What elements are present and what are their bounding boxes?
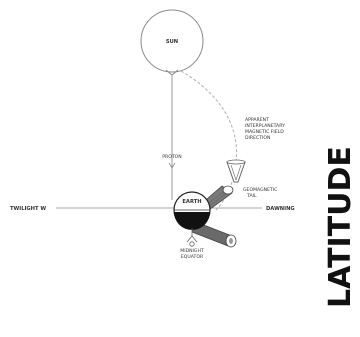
imf-label-line-1: APPARENT (245, 117, 269, 123)
imf-dashed-curve (181, 71, 237, 162)
side-title: LATITUDE (323, 146, 358, 308)
funnel-icon (227, 160, 245, 182)
imf-label-line-4: DIRECTION (245, 135, 270, 141)
west-label: TWILIGHT W (10, 206, 46, 212)
geomagnetic-tail-label-2: TAIL (246, 193, 257, 199)
sun-label: SUN (166, 39, 178, 45)
earth-label: EARTH (182, 199, 201, 205)
bottom-label-2: EQUATOR (181, 254, 204, 260)
geomagnetic-tail-label: GEOMAGNETIC TAIL (243, 187, 277, 199)
proton-label: PROTON (162, 154, 181, 160)
geomagnetic-tail-label-1: GEOMAGNETIC (243, 187, 277, 193)
imf-label-line-3: MAGNETIC FIELD (245, 129, 284, 135)
imf-label-line-2: INTERPLANETARY (245, 123, 285, 129)
imf-label-group: APPARENT INTERPLANETARY MAGNETIC FIELD D… (245, 117, 285, 141)
earth-globe (174, 192, 210, 230)
east-label: DAWNING (266, 206, 295, 212)
bottom-label-1: MIDNIGHT (180, 248, 204, 254)
